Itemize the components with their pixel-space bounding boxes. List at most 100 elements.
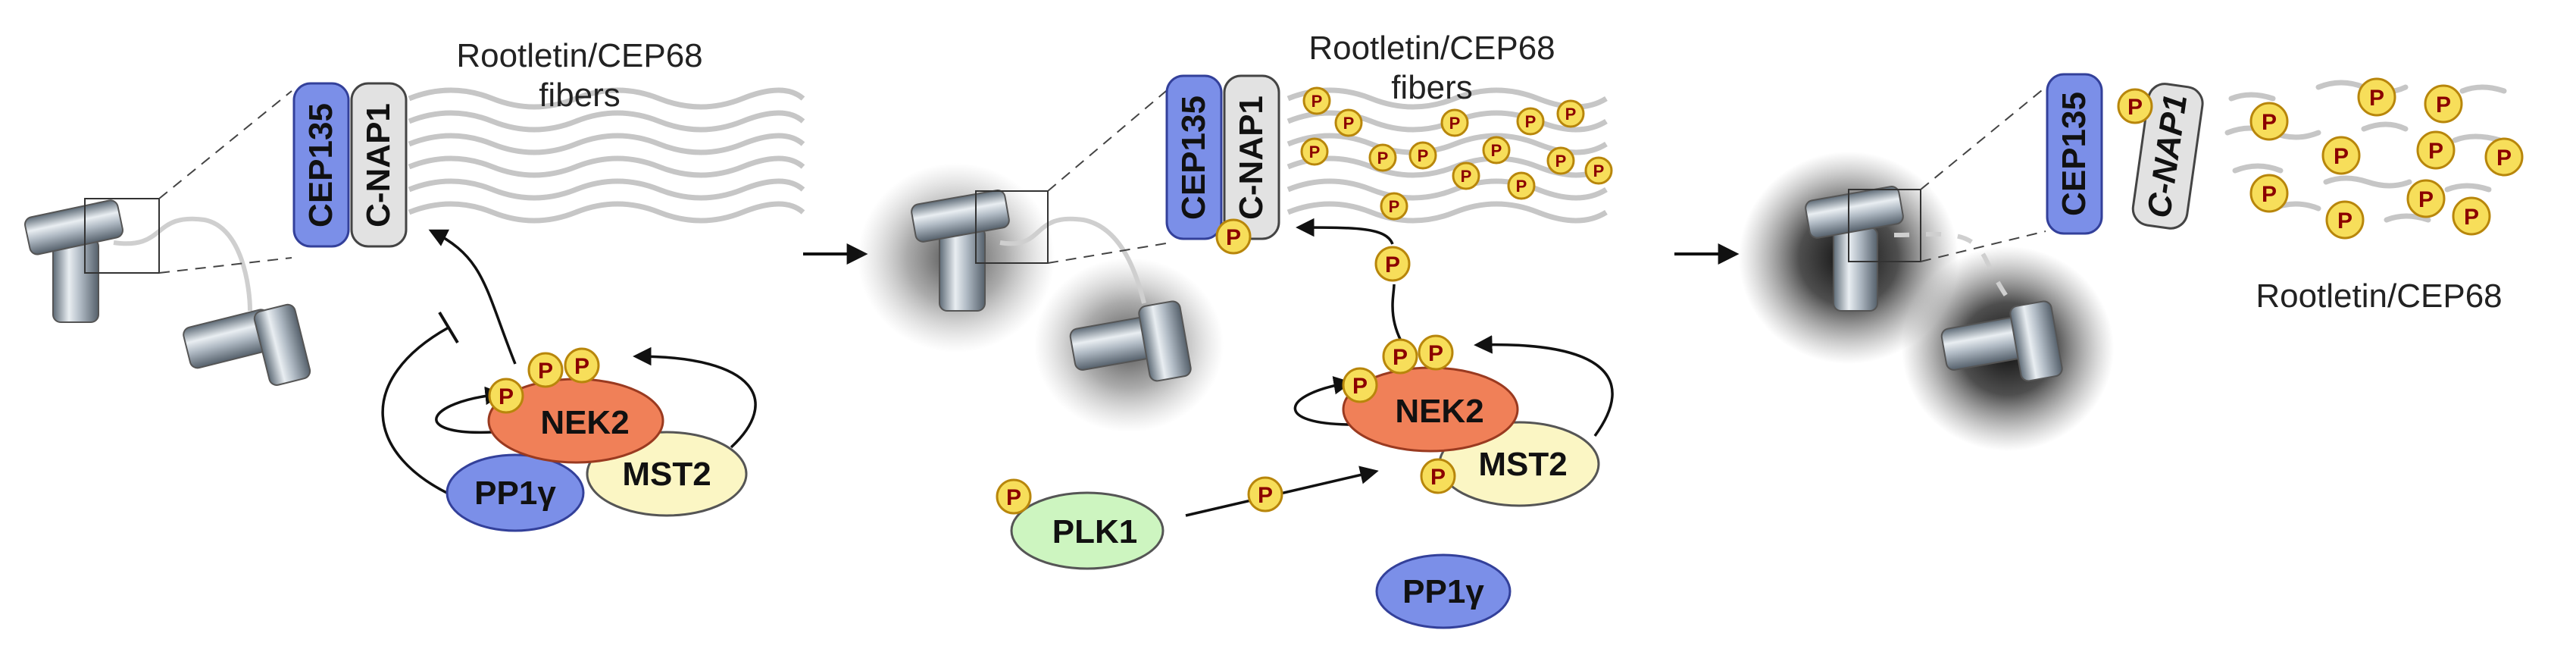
fiber-phosphates: P P P P P P P P P P (2249, 77, 2524, 240)
phosphate-icon: P (2452, 196, 2491, 236)
svg-text:P: P (2369, 86, 2384, 111)
fibers-title-line2: fibers (1391, 69, 1473, 106)
pp1-label: PP1γ (474, 475, 556, 512)
phosphate-icon: P (1380, 192, 1408, 221)
phosphate-icon: P (1440, 108, 1469, 137)
arrow-icon (428, 229, 517, 365)
panel-2: CEP135 C-NAP1 P Rootletin/CEP68 fibers P… (858, 30, 1614, 629)
svg-text:P: P (1389, 197, 1400, 216)
rootletin-label: Rootletin/CEP68 (2256, 277, 2502, 315)
plk1-label: PLK1 (1052, 513, 1137, 550)
svg-text:P: P (1525, 112, 1537, 131)
plk1-node: PLK1 (1010, 491, 1165, 570)
nek2-label: NEK2 (540, 404, 629, 441)
centriole-icon (183, 303, 311, 386)
svg-text:P: P (499, 384, 514, 409)
phosphate-icon: P (527, 352, 564, 388)
svg-text:P: P (1418, 146, 1429, 165)
phosphate-icon: P (2325, 200, 2365, 240)
linker (999, 216, 1146, 304)
svg-text:P: P (574, 354, 589, 379)
phosphate-icon: P (1584, 156, 1613, 185)
svg-text:P: P (1565, 105, 1577, 124)
pp1-node: PP1γ (445, 453, 585, 532)
cep135-box: CEP135 (2046, 73, 2103, 235)
centriole-icon (1940, 300, 2063, 382)
phosphate-icon: P (2357, 77, 2396, 117)
phosphate-icon: P (2484, 137, 2524, 177)
phosphate-icon: P (1418, 334, 1454, 371)
phosphate-icon: P (1452, 161, 1480, 190)
phosphate-icon: P (1342, 367, 1378, 403)
svg-text:P: P (2127, 95, 2143, 120)
pp1-node: PP1γ (1375, 553, 1512, 629)
cnap1-label: C-NAP1 (1233, 96, 1270, 220)
svg-text:P: P (2262, 182, 2277, 207)
arrow-icon (1293, 376, 1353, 426)
cnap1-box: C-NAP1 (1223, 74, 1280, 240)
phosphate-icon: P (1300, 137, 1329, 166)
cnap1-box: C-NAP1 (350, 82, 408, 248)
fiber-phosphates: P P P P P P P P P P P P P P (1300, 86, 1613, 221)
phosphate-icon: P (1374, 246, 1411, 282)
cep135-box: CEP135 (292, 82, 350, 248)
svg-text:P: P (2496, 146, 2512, 171)
fibers-title-line1: Rootletin/CEP68 (456, 37, 702, 74)
svg-text:P: P (1377, 149, 1389, 168)
arrow-icon (435, 386, 504, 434)
nek2-label: NEK2 (1395, 393, 1483, 430)
phosphate-icon: P (1420, 458, 1456, 494)
phosphate-icon: P (2321, 136, 2361, 175)
phosphate-icon: P (1382, 338, 1418, 375)
phosphate-icon: P (564, 347, 600, 384)
svg-text:P: P (2337, 208, 2352, 234)
svg-text:P: P (1385, 252, 1400, 277)
arrow-icon (1296, 218, 1394, 245)
svg-text:P: P (1593, 161, 1605, 180)
centriole-icon (24, 199, 123, 323)
phosphate-icon: P (1507, 171, 1536, 200)
nek2-node: NEK2 (487, 378, 664, 464)
cep135-box: CEP135 (1165, 74, 1223, 240)
svg-text:P: P (2262, 110, 2277, 135)
mst2-label: MST2 (1478, 446, 1567, 483)
panel-3: CEP135 C-NAP1 P P P P P P (1739, 73, 2524, 451)
svg-text:P: P (1226, 225, 1241, 250)
svg-text:P: P (1491, 141, 1502, 160)
fibers-title-line1: Rootletin/CEP68 (1308, 30, 1555, 67)
zoom-box (975, 190, 1049, 264)
svg-text:P: P (538, 359, 553, 384)
cep135-label: CEP135 (302, 103, 339, 227)
linker (113, 216, 252, 312)
centriole-icon (1805, 186, 1904, 312)
svg-text:P: P (2418, 187, 2434, 212)
cep135-label: CEP135 (2055, 92, 2093, 216)
fibers-title-line2: fibers (539, 77, 621, 114)
linker (1893, 231, 2018, 309)
phosphate-icon: P (2249, 102, 2289, 141)
phosphate-icon: P (2249, 174, 2289, 213)
inhibition-icon (381, 326, 455, 498)
svg-text:P: P (1555, 152, 1567, 171)
centriole-icon (911, 190, 1010, 312)
phosphate-icon: P (1516, 107, 1545, 136)
zoom-box (84, 198, 160, 274)
mst2-label: MST2 (622, 456, 711, 493)
svg-text:P: P (1352, 374, 1368, 399)
centriole-icon (1069, 300, 1192, 382)
phosphate-icon: P (1482, 136, 1511, 165)
phosphate-icon: P (2424, 84, 2463, 124)
arrow-icon (633, 346, 757, 449)
svg-text:P: P (1309, 143, 1321, 161)
svg-text:P: P (1006, 485, 1021, 510)
arrow-icon (1474, 335, 1614, 437)
phosphate-icon: P (1546, 146, 1575, 175)
phosphate-icon: P (1334, 108, 1363, 137)
svg-text:P: P (2334, 144, 2349, 169)
pp1-label: PP1γ (1402, 573, 1484, 610)
svg-text:P: P (1516, 177, 1527, 196)
svg-text:P: P (1311, 92, 1323, 111)
cnap1-label: C-NAP1 (360, 103, 397, 227)
phosphate-icon: P (488, 378, 524, 414)
panel-1: CEP135 C-NAP1 Rootletin/CEP68 fibers (24, 37, 805, 532)
